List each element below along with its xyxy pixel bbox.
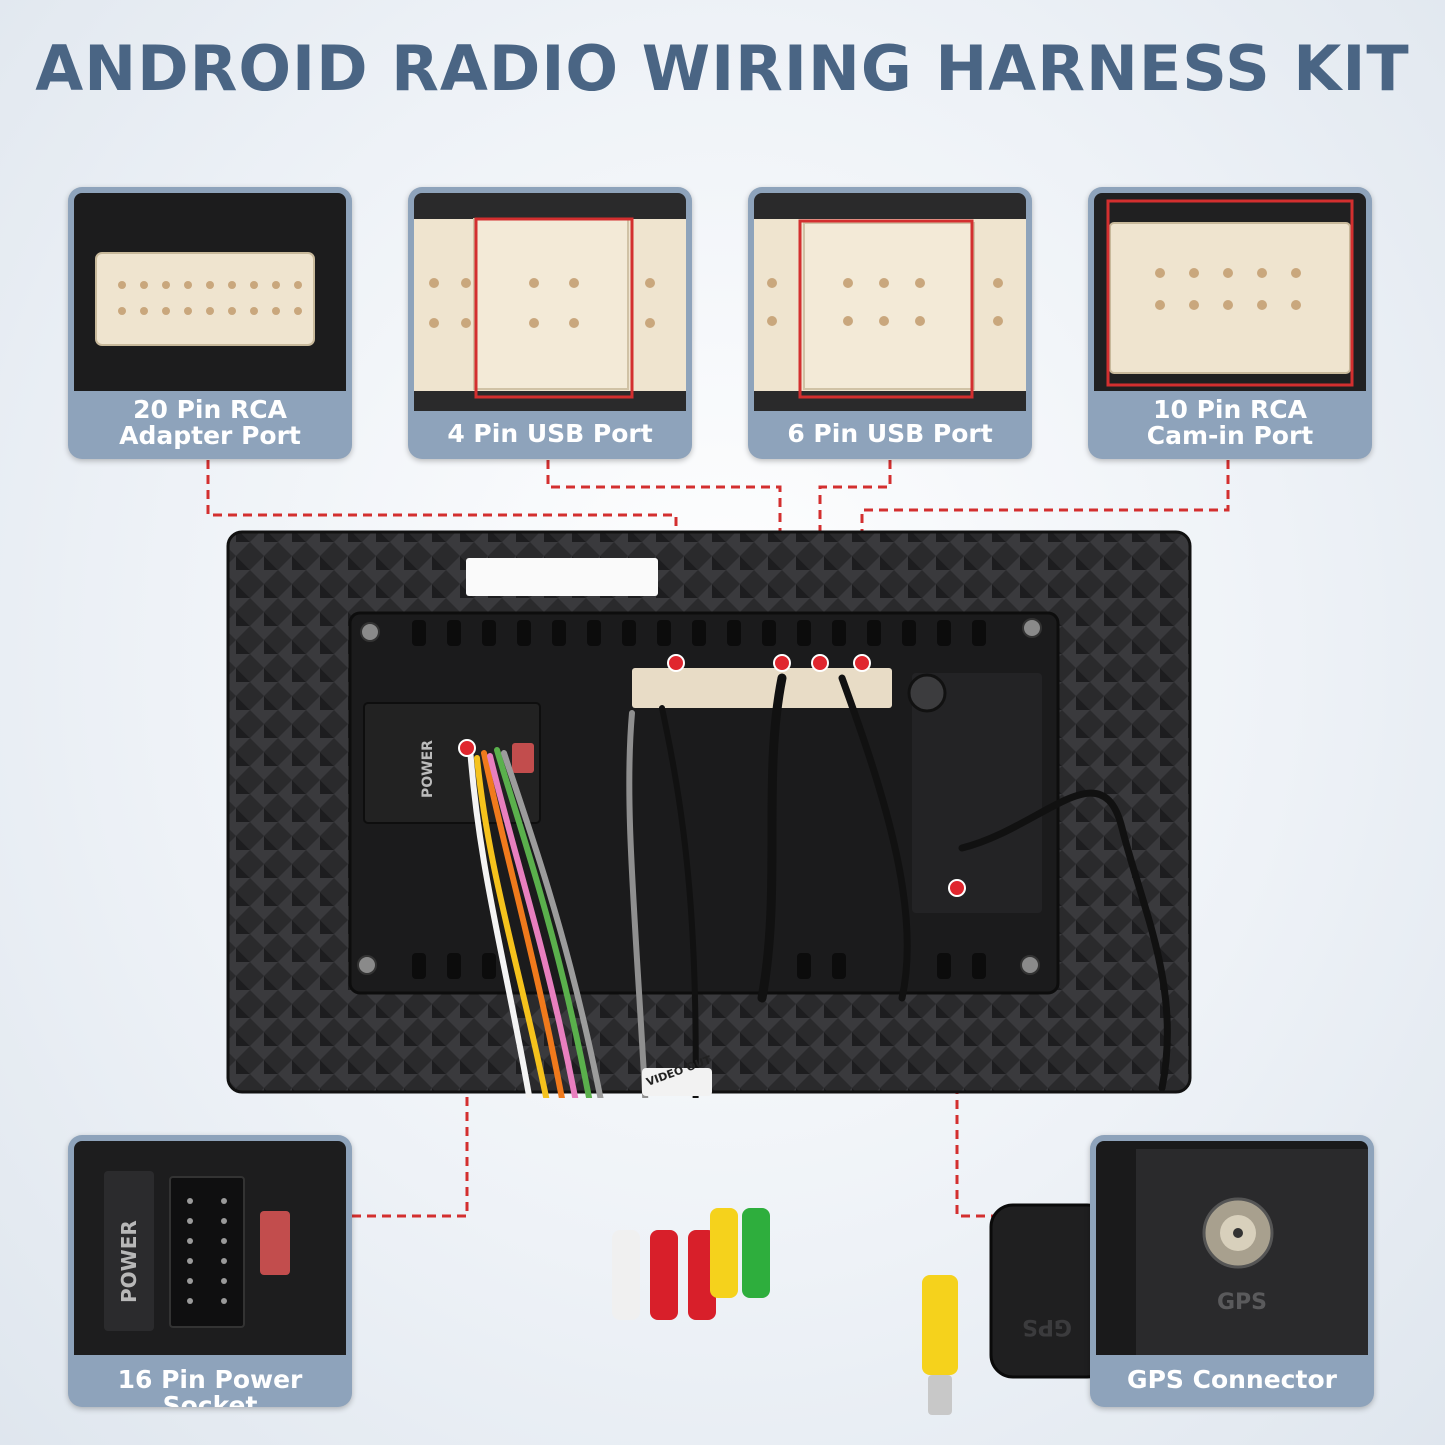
card-6-pin-usb: 6 Pin USB Port [748,187,1032,459]
photo-10-pin [1094,193,1366,391]
gps-antenna: GPS [989,1203,1111,1379]
label-4-pin: 4 Pin USB Port [447,419,653,448]
label-20-pin: 20 Pin RCA Adapter Port [68,397,352,449]
gps-antenna-text: GPS [1022,1314,1072,1339]
card-4-pin-usb: 4 Pin USB Port [408,187,692,459]
card-10-pin-rca: 10 Pin RCA Cam-in Port [1088,187,1372,459]
label-20-pin-line1: 20 Pin RCA [133,395,287,424]
photo-gps-connector: GPS [1096,1141,1368,1355]
power-socket-text: POWER [117,1220,141,1303]
label-10-pin-line2: Cam-in Port [1146,421,1314,450]
gps-socket-text: GPS [1217,1290,1267,1315]
label-6-pin: 6 Pin USB Port [787,419,993,448]
photo-4-pin [414,193,686,411]
label-10-pin-line1: 10 Pin RCA [1153,395,1307,424]
card-gps-connector: GPS GPS Connector [1090,1135,1374,1407]
label-gps-connector: GPS Connector [1127,1365,1337,1394]
photo-6-pin [754,193,1026,411]
leader-10pin [860,460,1230,663]
unit-power-text: POWER [420,740,436,798]
label-10-pin: 10 Pin RCA Cam-in Port [1088,397,1372,449]
page-title: ANDROID RADIO WIRING HARNESS KIT [35,32,1410,105]
photo-power-socket: POWER [74,1141,346,1355]
rca-connectors [612,1208,958,1415]
card-16-pin-power: POWER 16 Pin Power Socket [68,1135,352,1407]
leader-20pin [206,460,678,663]
label-20-pin-line2: Adapter Port [119,421,301,450]
head-unit: POWER VIDEO OUT [226,530,1192,1098]
label-power-socket: 16 Pin Power Socket [117,1365,303,1408]
photo-20-pin [74,193,346,391]
card-20-pin-rca: 20 Pin RCA Adapter Port [68,187,352,459]
